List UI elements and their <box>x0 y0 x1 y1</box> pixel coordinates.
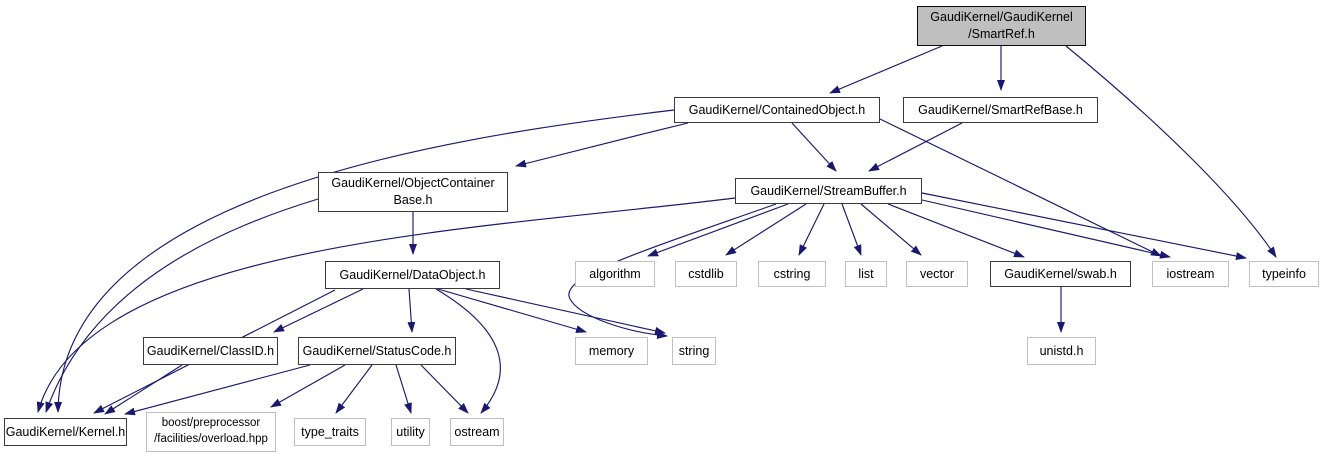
edge-streambuffer-to-string <box>568 203 777 340</box>
edge-statuscode-to-utility <box>395 364 412 414</box>
node-classid[interactable]: GaudiKernel/ClassID.h <box>143 337 278 365</box>
node-kernel[interactable]: GaudiKernel/Kernel.h <box>4 418 127 446</box>
edge-classid-to-kernel <box>104 364 183 415</box>
node-vector: vector <box>906 261 968 287</box>
edge-streambuffer-to-cstdlib <box>725 203 807 256</box>
node-list: list <box>845 261 887 287</box>
edge-smartref-to-typeinfo <box>1065 45 1277 258</box>
edge-containedobject-to-streambuffer <box>791 122 837 172</box>
edge-containedobject-to-objectcontainerbase <box>515 122 689 168</box>
edge-containedobject-to-iostream <box>879 118 1162 257</box>
edge-streambuffer-to-typeinfo <box>921 192 1247 260</box>
node-typetraits: type_traits <box>294 418 366 446</box>
node-boost: boost/preprocessor /facilities/overload.… <box>146 412 276 452</box>
node-cstdlib: cstdlib <box>675 261 737 287</box>
node-utility: utility <box>391 418 430 446</box>
edge-smartrefbase-to-streambuffer <box>868 122 963 172</box>
node-smartrefbase[interactable]: GaudiKernel/SmartRefBase.h <box>903 97 1098 123</box>
node-smartref[interactable]: GaudiKernel/GaudiKernel /SmartRef.h <box>917 6 1086 46</box>
edge-streambuffer-to-kernel <box>36 197 736 413</box>
node-statuscode[interactable]: GaudiKernel/StatusCode.h <box>298 337 456 365</box>
node-typeinfo: typeinfo <box>1249 261 1319 287</box>
edge-smartref-to-containedobject <box>829 45 943 94</box>
edge-containedobject-to-kernel <box>54 109 675 413</box>
node-ostream: ostream <box>450 418 504 446</box>
edge-dataobject-to-classid <box>273 288 364 333</box>
edge-dataobject-to-memory <box>437 288 587 334</box>
node-cstring: cstring <box>758 261 826 287</box>
node-iostream: iostream <box>1152 261 1229 287</box>
node-memory: memory <box>575 337 648 365</box>
node-string: string <box>672 337 716 365</box>
edge-statuscode-to-ostream <box>420 364 469 414</box>
edge-streambuffer-to-algorithm <box>647 203 789 257</box>
edge-statuscode-to-boost <box>270 364 346 408</box>
node-dataobject[interactable]: GaudiKernel/DataObject.h <box>325 261 500 289</box>
edge-streambuffer-to-cstring <box>798 203 825 256</box>
node-swab[interactable]: GaudiKernel/swab.h <box>990 261 1131 287</box>
edge-dataobject-to-statuscode <box>407 288 416 333</box>
edge-statuscode-to-kernel <box>124 364 311 416</box>
edge-dataobject-to-ostream <box>435 288 501 414</box>
edge-streambuffer-to-list <box>841 203 862 256</box>
node-unistd: unistd.h <box>1027 337 1096 365</box>
node-containedobject[interactable]: GaudiKernel/ContainedObject.h <box>674 97 880 123</box>
edge-streambuffer-to-iostream <box>921 199 1171 259</box>
node-objectcontainerbase[interactable]: GaudiKernel/ObjectContainer Base.h <box>318 172 508 212</box>
edge-streambuffer-to-swab <box>887 203 1025 258</box>
node-streambuffer[interactable]: GaudiKernel/StreamBuffer.h <box>735 178 922 204</box>
edge-dataobject-to-string <box>465 288 666 335</box>
edge-statuscode-to-typetraits <box>335 364 373 414</box>
edge-streambuffer-to-vector <box>860 203 922 256</box>
edge-objectcontainerbase-to-kernel <box>45 198 319 413</box>
node-algorithm: algorithm <box>575 261 655 287</box>
